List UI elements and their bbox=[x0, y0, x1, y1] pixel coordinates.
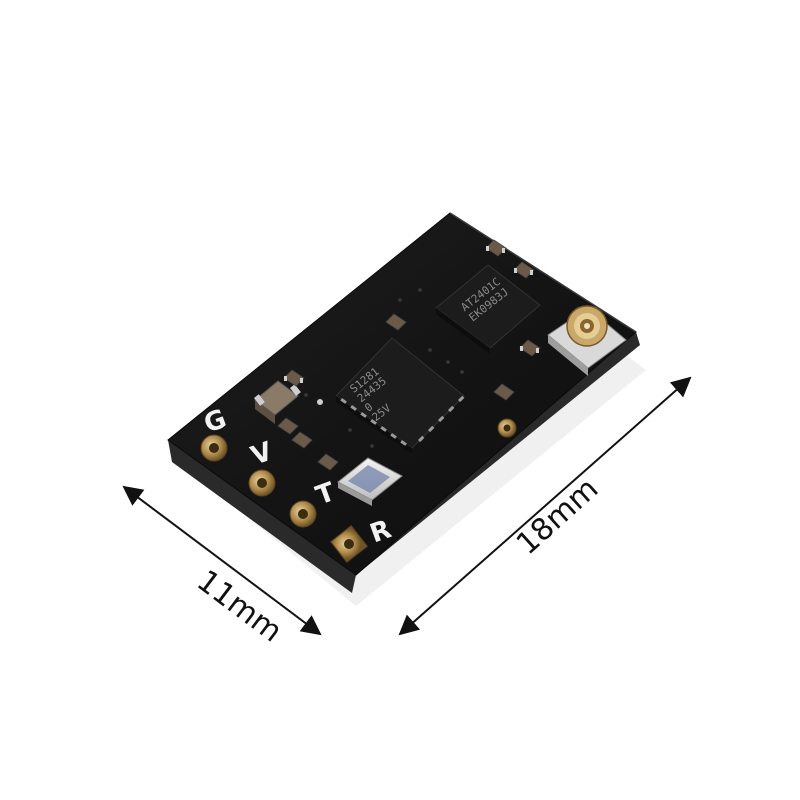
pad-v bbox=[248, 469, 276, 497]
width-label: 11mm bbox=[190, 563, 288, 649]
pad-t bbox=[289, 500, 317, 528]
length-label: 18mm bbox=[510, 471, 605, 562]
crystal-oscillator bbox=[337, 457, 403, 506]
pad-r bbox=[330, 525, 368, 563]
smd-components bbox=[253, 239, 541, 471]
board-edge-highlight bbox=[449, 212, 637, 333]
pad-g bbox=[200, 434, 228, 462]
vias bbox=[304, 288, 464, 448]
capacitor-large bbox=[253, 380, 301, 424]
antenna-connector bbox=[547, 305, 627, 376]
pad-boot bbox=[497, 418, 517, 438]
pa-chip: AT2401C EK0983J bbox=[435, 264, 541, 354]
